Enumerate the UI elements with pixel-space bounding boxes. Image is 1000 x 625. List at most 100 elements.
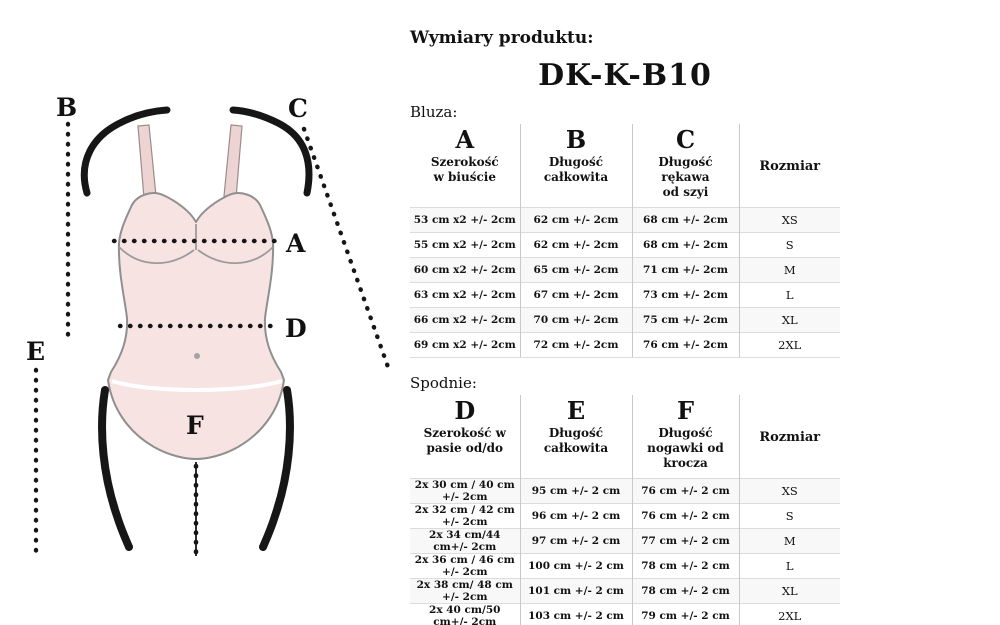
measurement-cell: 68 cm +/- 2cm bbox=[631, 207, 739, 233]
marker-c: C bbox=[288, 94, 308, 123]
measurement-cell: 2x 40 cm/50 cm+/- 2cm bbox=[410, 603, 520, 625]
measurement-cell: 101 cm +/- 2 cm bbox=[519, 578, 632, 604]
measurement-cell: 55 cm x2 +/- 2cm bbox=[410, 232, 520, 258]
size-cell: L bbox=[738, 553, 840, 579]
column-label: Szerokość w pasie od/do bbox=[423, 426, 506, 455]
size-table-spodnie: D Szerokość w pasie od/do E Długość całk… bbox=[410, 395, 840, 625]
size-cell: S bbox=[738, 232, 840, 258]
measurement-cell: 79 cm +/- 2 cm bbox=[631, 603, 739, 625]
column-label: Długość nogawki od krocza bbox=[647, 426, 724, 470]
measurement-cell: 67 cm +/- 2cm bbox=[519, 282, 632, 308]
section-title-spodnie: Spodnie: bbox=[410, 374, 477, 392]
column-header-d: D Szerokość w pasie od/do bbox=[410, 395, 520, 479]
measurement-cell: 97 cm +/- 2 cm bbox=[519, 528, 632, 554]
measurement-cell: 75 cm +/- 2cm bbox=[631, 307, 739, 333]
section-title-bluza: Bluza: bbox=[410, 103, 458, 121]
measurement-cell: 2x 36 cm / 46 cm +/- 2cm bbox=[410, 553, 520, 579]
column-header-f: F Długość nogawki od krocza bbox=[631, 395, 739, 479]
marker-e: E bbox=[26, 337, 45, 366]
measurement-cell: 78 cm +/- 2 cm bbox=[631, 578, 739, 604]
size-table-bluza: A Szerokość w biuście B Długość całkowit… bbox=[410, 124, 840, 358]
size-cell: L bbox=[738, 282, 840, 308]
measurement-cell: 2x 38 cm/ 48 cm +/- 2cm bbox=[410, 578, 520, 604]
measurement-cell: 2x 32 cm / 42 cm +/- 2cm bbox=[410, 503, 520, 529]
size-cell: S bbox=[738, 503, 840, 529]
measurement-cell: 66 cm x2 +/- 2cm bbox=[410, 307, 520, 333]
panty-waistband-line bbox=[111, 379, 283, 392]
column-letter: D bbox=[454, 396, 476, 425]
measurement-cell: 71 cm +/- 2cm bbox=[631, 257, 739, 283]
measurement-cell: 73 cm +/- 2cm bbox=[631, 282, 739, 308]
marker-a: A bbox=[285, 229, 306, 258]
size-cell: M bbox=[738, 257, 840, 283]
column-header-a: A Szerokość w biuście bbox=[410, 124, 520, 208]
left-cup-seam bbox=[118, 246, 195, 265]
table-head: A Szerokość w biuście B Długość całkowit… bbox=[410, 124, 840, 208]
measurement-cell: 70 cm +/- 2cm bbox=[519, 307, 632, 333]
left-shoulder-line bbox=[80, 106, 171, 197]
header-row: D Szerokość w pasie od/do E Długość całk… bbox=[410, 395, 840, 479]
column-header-rozmiar: Rozmiar bbox=[738, 124, 840, 208]
measurement-cell: 72 cm +/- 2cm bbox=[519, 332, 632, 358]
table-head: D Szerokość w pasie od/do E Długość całk… bbox=[410, 395, 840, 479]
measurement-cell: 68 cm +/- 2cm bbox=[631, 232, 739, 258]
size-cell: XS bbox=[738, 207, 840, 233]
page-title: Wymiary produktu: bbox=[410, 28, 594, 48]
column-letter: C bbox=[675, 125, 696, 154]
measurement-cell: 2x 30 cm / 40 cm +/- 2cm bbox=[410, 478, 520, 504]
column-label: Długość całkowita bbox=[543, 155, 609, 184]
column-header-rozmiar: Rozmiar bbox=[738, 395, 840, 479]
size-cell: M bbox=[738, 528, 840, 554]
measurement-cell: 95 cm +/- 2 cm bbox=[519, 478, 632, 504]
column-label: Długość rękawa od szyi bbox=[658, 155, 713, 199]
size-cell: 2XL bbox=[738, 603, 840, 625]
navel-dot bbox=[194, 353, 200, 359]
product-code: DK-K-B10 bbox=[538, 58, 712, 93]
left-leg-line bbox=[98, 386, 133, 551]
garment-diagram: A B C D E F bbox=[26, 93, 391, 563]
measurement-line-c bbox=[301, 126, 391, 370]
right-cup-seam bbox=[197, 246, 274, 265]
column-letter: B bbox=[565, 125, 587, 154]
marker-f: F bbox=[186, 411, 204, 440]
column-label: Szerokość w biuście bbox=[430, 155, 499, 184]
size-cell: 2XL bbox=[738, 332, 840, 358]
column-letter: E bbox=[566, 396, 586, 425]
measurement-cell: 103 cm +/- 2 cm bbox=[519, 603, 632, 625]
marker-d: D bbox=[285, 314, 307, 343]
product-dimensions-panel: Wymiary produktu: DK-K-B10 Bluza: A Szer… bbox=[410, 28, 840, 625]
marker-b: B bbox=[56, 93, 77, 122]
left-strap bbox=[137, 124, 157, 199]
measurement-cell: 60 cm x2 +/- 2cm bbox=[410, 257, 520, 283]
measurement-cell: 62 cm +/- 2cm bbox=[519, 207, 632, 233]
column-header-b: B Długość całkowita bbox=[519, 124, 632, 208]
size-cell: XL bbox=[738, 307, 840, 333]
measurement-cell: 65 cm +/- 2cm bbox=[519, 257, 632, 283]
measurement-cell: 76 cm +/- 2 cm bbox=[631, 503, 739, 529]
measurement-cell: 78 cm +/- 2 cm bbox=[631, 553, 739, 579]
measurement-cell: 76 cm +/- 2cm bbox=[631, 332, 739, 358]
header-row: A Szerokość w biuście B Długość całkowit… bbox=[410, 124, 840, 208]
column-label: Długość całkowita bbox=[543, 426, 609, 455]
measurement-cell: 62 cm +/- 2cm bbox=[519, 232, 632, 258]
measurement-cell: 96 cm +/- 2 cm bbox=[519, 503, 632, 529]
measurement-cell: 53 cm x2 +/- 2cm bbox=[410, 207, 520, 233]
right-leg-line bbox=[259, 386, 294, 551]
measurement-cell: 63 cm x2 +/- 2cm bbox=[410, 282, 520, 308]
measurement-cell: 100 cm +/- 2 cm bbox=[519, 553, 632, 579]
measurement-cell: 76 cm +/- 2 cm bbox=[631, 478, 739, 504]
size-cell: XL bbox=[738, 578, 840, 604]
bodysuit-outline bbox=[107, 192, 285, 460]
